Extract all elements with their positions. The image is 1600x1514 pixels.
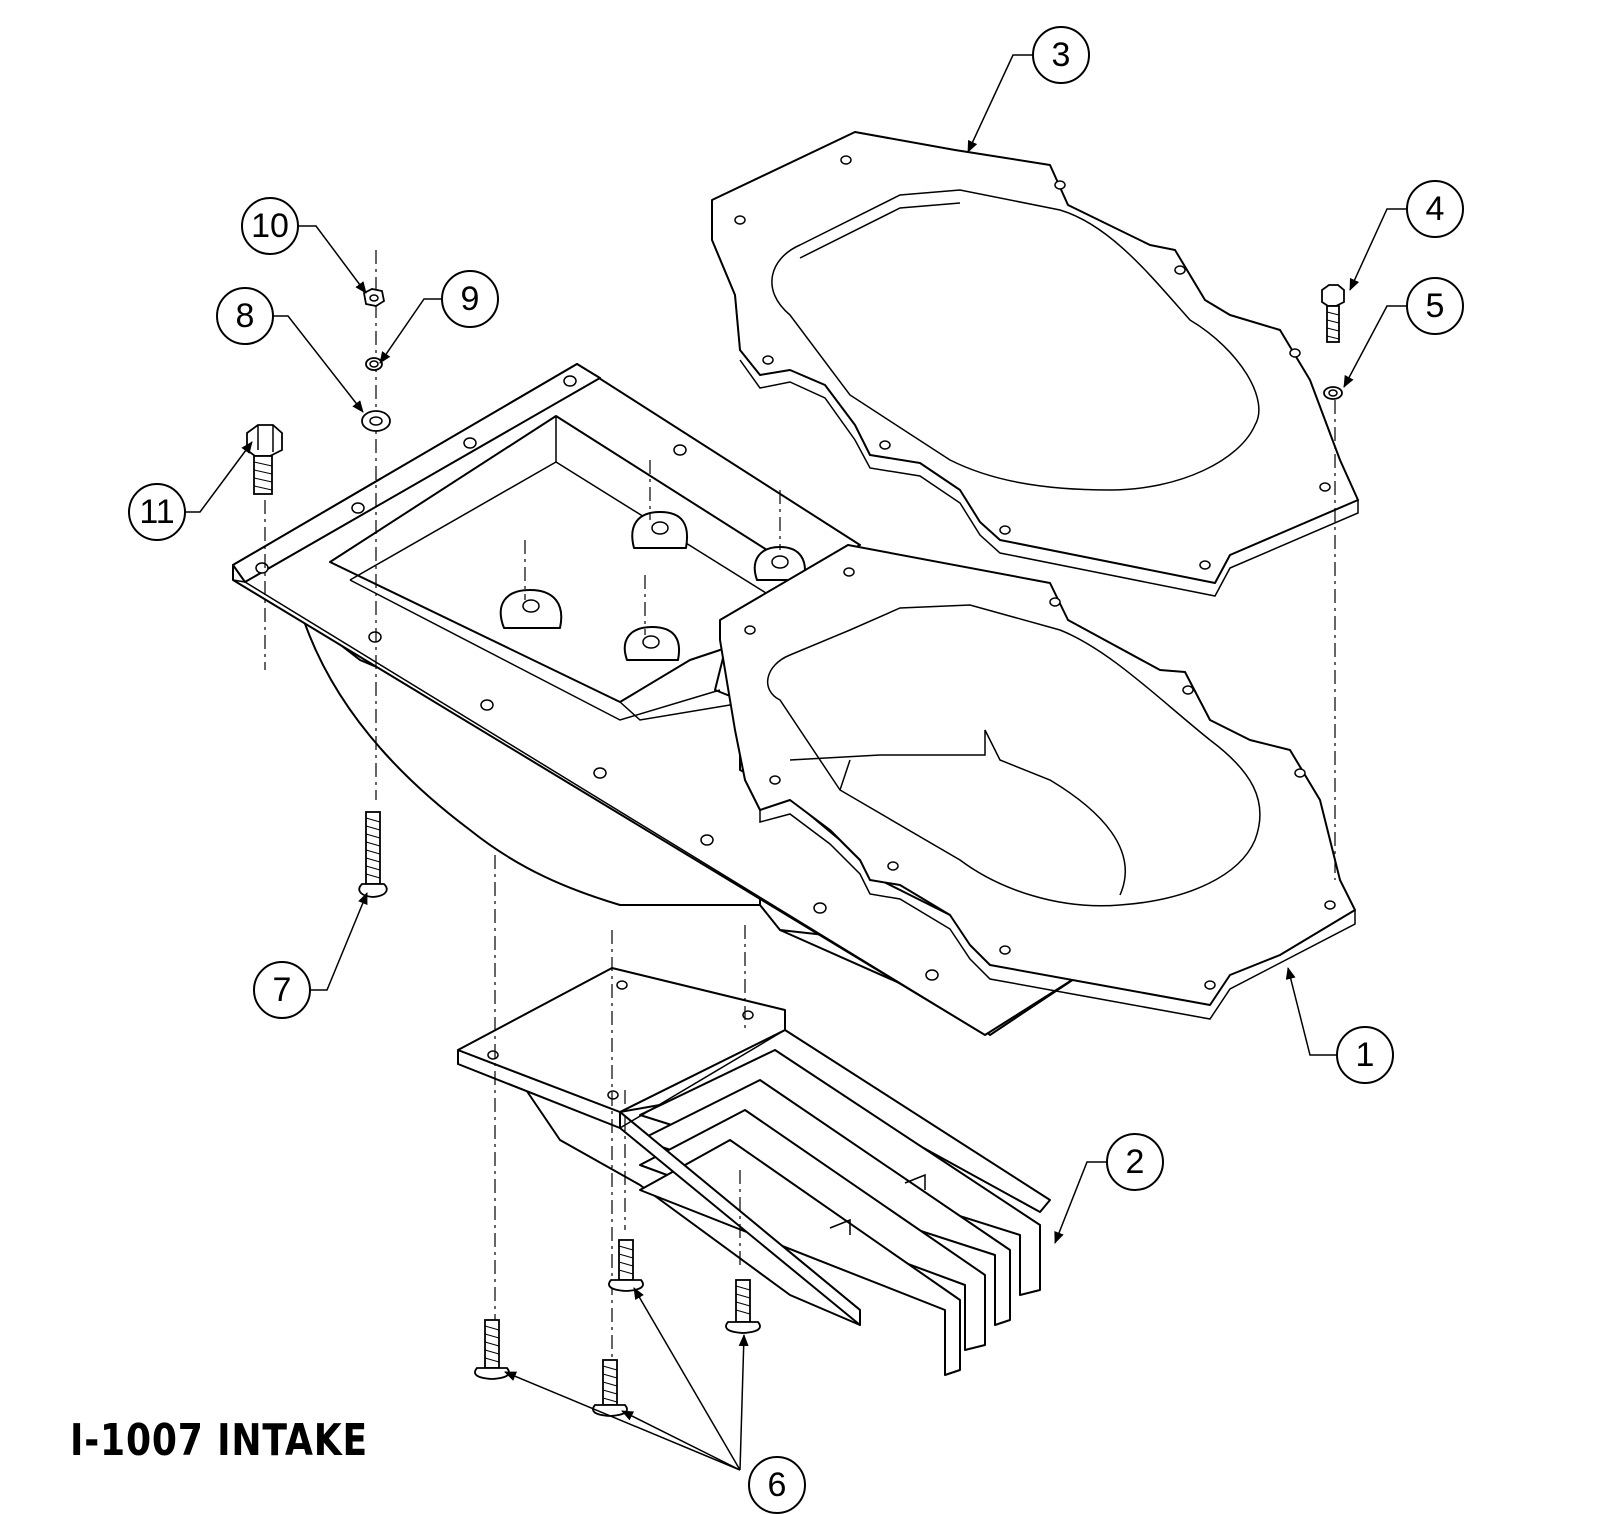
gasket-plate-top [711, 131, 1359, 597]
callout-5: 5 [1406, 277, 1464, 335]
flat-head-screws [474, 1239, 761, 1417]
callout-bubbles: 1 2 3 4 5 6 7 8 [128, 26, 1464, 1514]
svg-text:9: 9 [461, 280, 480, 318]
svg-text:6: 6 [768, 1466, 787, 1504]
callout-9: 9 [441, 270, 499, 328]
callout-3: 3 [1032, 26, 1090, 84]
svg-text:3: 3 [1052, 36, 1071, 74]
callout-2: 2 [1106, 1133, 1164, 1191]
svg-text:5: 5 [1426, 287, 1445, 325]
svg-text:4: 4 [1426, 190, 1445, 228]
callout-10: 10 [241, 197, 299, 255]
hex-bolt-small [1321, 284, 1345, 343]
svg-text:7: 7 [273, 971, 292, 1009]
callout-leaders [183, 54, 1407, 1471]
drawing-title: I-1007 INTAKE [70, 1415, 369, 1466]
svg-text:8: 8 [236, 297, 255, 335]
runner-port-bosses [499, 511, 806, 661]
callout-7: 7 [253, 961, 311, 1019]
lock-washer [365, 357, 383, 371]
svg-text:10: 10 [251, 207, 289, 245]
svg-text:11: 11 [139, 493, 174, 531]
hex-bolt-large [246, 424, 283, 495]
callout-4: 4 [1406, 180, 1464, 238]
gasket-plate-lower-holes [744, 567, 1336, 990]
flat-washer [361, 410, 391, 432]
gasket-plate-top-holes [734, 155, 1331, 570]
callout-8: 8 [216, 287, 274, 345]
callout-6: 6 [748, 1456, 806, 1514]
gasket-plate-lower [719, 544, 1356, 1020]
plenum-flange-holes [255, 375, 939, 981]
lock-washer-small [1323, 386, 1343, 400]
hex-nut [362, 288, 386, 307]
stud-long [358, 811, 388, 898]
runner-spacer-assembly [457, 967, 1051, 1376]
svg-text:1: 1 [1356, 1036, 1375, 1074]
callout-11: 11 [128, 483, 186, 541]
callout-1: 1 [1336, 1026, 1394, 1084]
svg-text:2: 2 [1126, 1143, 1145, 1181]
